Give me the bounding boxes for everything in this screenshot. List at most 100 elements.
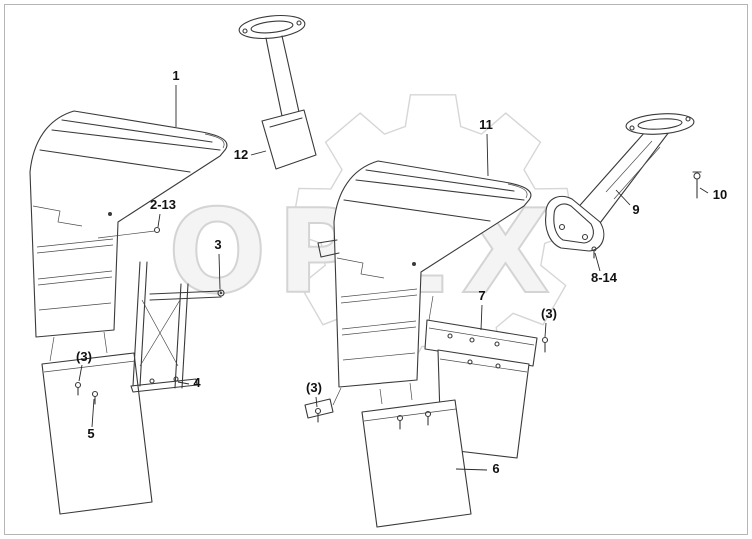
flange-oval (625, 113, 695, 135)
face-rib (342, 352, 416, 361)
leg-line (139, 261, 148, 387)
mounting-plate-right (424, 295, 549, 367)
flange-bolt (685, 116, 691, 122)
foot-bar (130, 378, 198, 393)
fender-right (317, 160, 532, 388)
face-rib (37, 276, 113, 286)
stem-line (281, 35, 300, 113)
rib-line (61, 119, 213, 143)
pin-head (693, 172, 701, 180)
flap-top-line (363, 408, 457, 422)
flange-bolt (629, 125, 635, 131)
leg-line (132, 261, 141, 387)
rib-line (343, 199, 491, 222)
strut-line (149, 290, 222, 295)
callout-9: 9 (632, 202, 639, 217)
callout-3-right: (3) (541, 306, 557, 321)
face-rib (36, 238, 114, 248)
callout-labels: 1 12 2-13 3 11 9 10 8-14 7 (3) (3) 4 5 (… (76, 68, 727, 476)
callout-1: 1 (172, 68, 179, 83)
face-rib (341, 326, 417, 336)
fender-bolt (108, 212, 112, 216)
flap-bolt (467, 359, 473, 365)
arm-line (573, 131, 646, 213)
foot-plate-inner (553, 203, 594, 244)
plate-bolt (469, 337, 475, 343)
bolt-3-center (219, 291, 223, 295)
plate-bolt (581, 233, 589, 241)
flap-top-line (439, 358, 528, 373)
leader-7 (480, 304, 483, 331)
callout-8-14: 8-14 (591, 270, 618, 285)
side-tab (317, 239, 340, 258)
callout-3-left: (3) (76, 349, 92, 364)
flange-oval-inner (250, 20, 294, 34)
callout-2-13: 2-13 (150, 197, 176, 212)
callout-10: 10 (713, 187, 727, 202)
plate-outline (424, 319, 538, 367)
rib-line (51, 129, 221, 151)
flange-oval (238, 14, 306, 40)
face-rib (36, 244, 114, 254)
edge-step (32, 205, 83, 227)
brace-line (139, 299, 181, 367)
foot-bolt (149, 378, 155, 384)
leader-11 (486, 133, 489, 177)
bolt-2-13 (153, 226, 161, 234)
flap-bolt (495, 363, 501, 369)
plate-bolt (447, 333, 453, 339)
leader-3-right (544, 322, 547, 338)
face-rib (340, 294, 418, 304)
bolt-8-14 (591, 246, 597, 252)
leader-3-center (315, 396, 318, 408)
bracket-outline (304, 398, 334, 419)
mud-flap-left-outline (41, 352, 153, 515)
bolt-3-right (541, 336, 549, 344)
plate-line (428, 327, 535, 346)
fender-left (29, 110, 228, 338)
strut-line (149, 296, 222, 301)
callout-5: 5 (87, 426, 94, 441)
mud-flap-center (361, 382, 472, 528)
leader-4 (177, 381, 190, 385)
fender-bolt (412, 262, 416, 266)
hanger-line (409, 382, 413, 401)
small-bracket-center (304, 387, 342, 423)
leader-5 (91, 398, 95, 428)
callout-3-center: (3) (306, 380, 322, 395)
stem-line (265, 37, 283, 117)
leg-line (174, 283, 182, 389)
bracket-bolt (314, 407, 322, 415)
face-rib (37, 270, 113, 280)
flange-bolt (242, 28, 248, 34)
leader-10 (699, 187, 709, 194)
foot-plate (261, 109, 317, 170)
support-frame-left (97, 226, 225, 393)
leader-3 (218, 253, 221, 290)
arm-hatch (613, 146, 661, 200)
hanger-line (49, 336, 55, 362)
face-rib (340, 288, 418, 298)
arm-hatch (605, 140, 653, 193)
face-rib (38, 302, 112, 311)
support-bracket-12 (238, 14, 317, 170)
edge-step (336, 257, 385, 279)
leader-8-14 (594, 252, 601, 272)
face-rib (341, 320, 417, 330)
leader-6 (455, 468, 488, 471)
mud-flap-left (41, 331, 153, 515)
plate-bolt (558, 223, 566, 231)
leader-lines (78, 85, 709, 471)
bolt-2-13-pointer (97, 230, 156, 239)
support-bracket-9 (545, 113, 695, 259)
leg-line (181, 283, 189, 389)
leader-3-left (78, 364, 83, 382)
callout-7: 7 (478, 288, 485, 303)
foot-plate-line (269, 117, 303, 128)
hanger-line (379, 388, 383, 405)
bracket-link (332, 387, 342, 406)
arm-line (596, 131, 670, 228)
leader-9 (615, 189, 631, 206)
